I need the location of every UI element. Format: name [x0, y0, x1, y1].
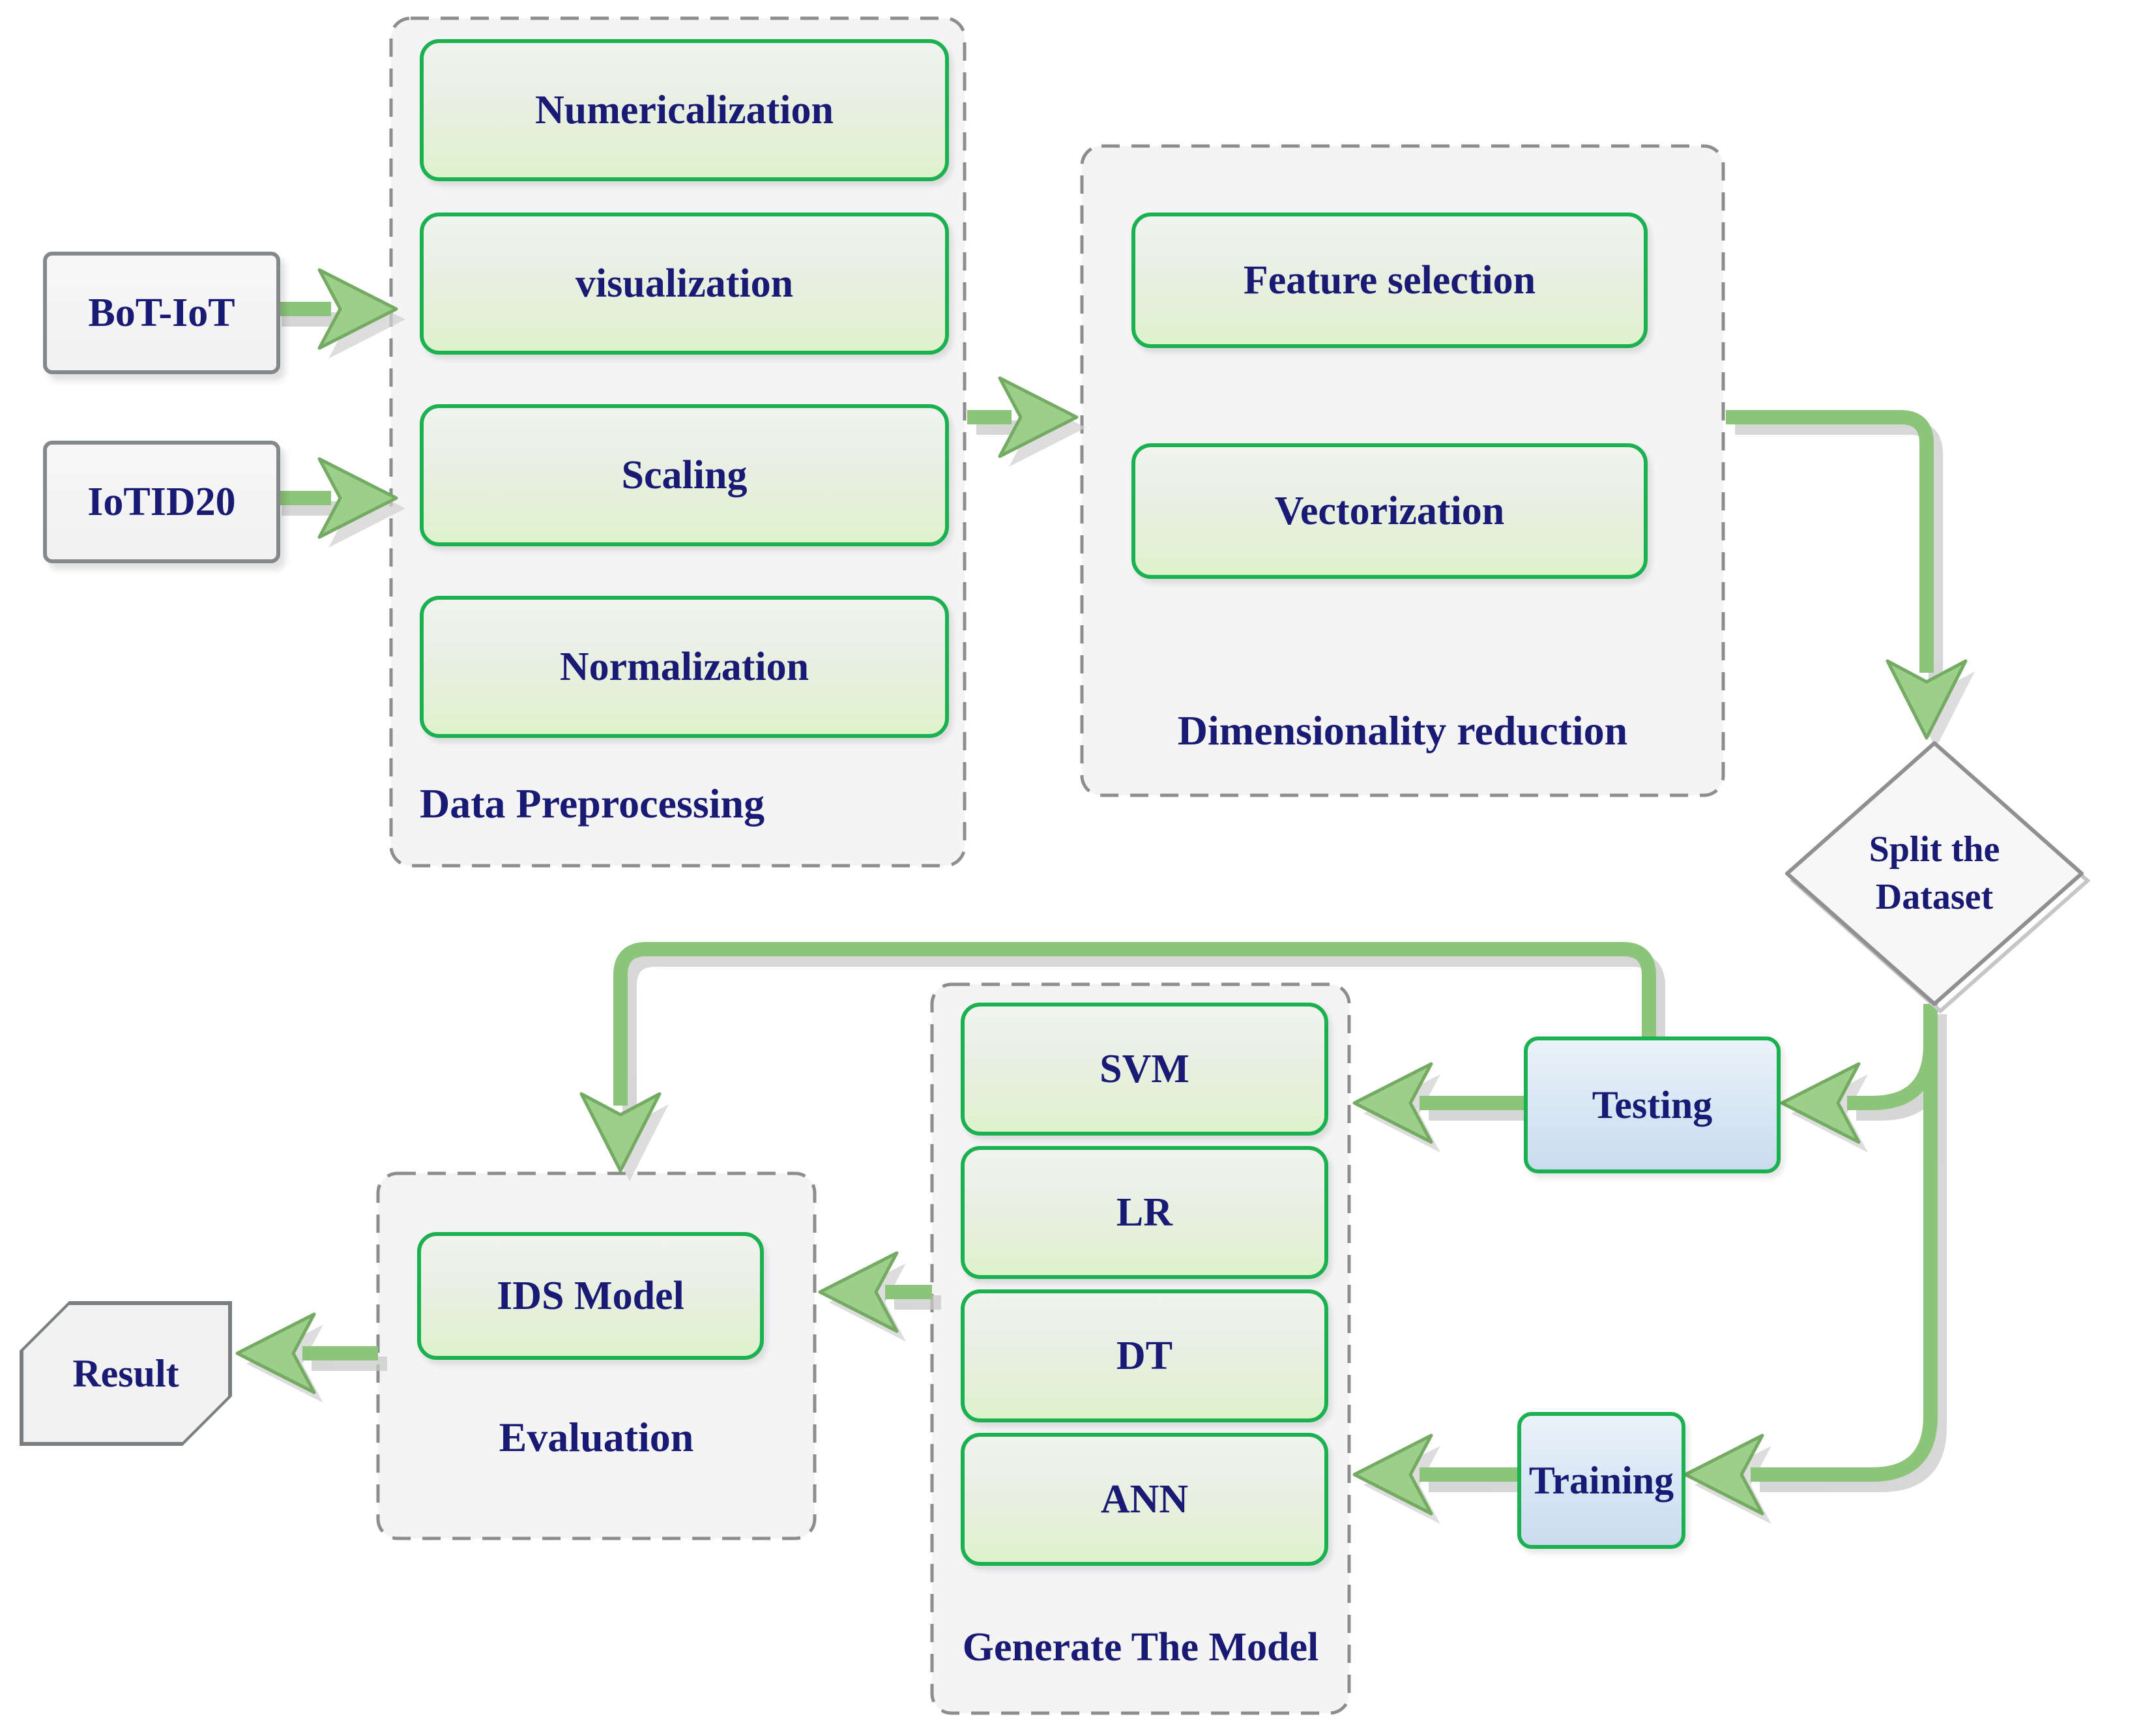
step-label-numericalization: Numericalization	[534, 87, 834, 132]
dataset-box-iotid20: IoTID20	[43, 441, 280, 563]
arrowhead-into-preprocessing-bottom	[317, 457, 398, 539]
step-label-visualization: visualization	[575, 261, 794, 306]
arrowhead-into-result	[235, 1312, 316, 1394]
arrow-split-to-training	[1751, 1004, 1938, 1482]
arrow-dimreduction-to-split	[1726, 410, 1934, 673]
step-box-scaling: Scaling	[420, 404, 949, 546]
dataset-label-iotid20: IoTID20	[87, 479, 236, 524]
arrowhead-into-ann	[1352, 1433, 1433, 1516]
step-label-vectorization: Vectorization	[1274, 488, 1505, 533]
arrowhead-into-svm	[1352, 1062, 1433, 1144]
step-box-numericalization: Numericalization	[420, 39, 949, 181]
step-box-normalization: Normalization	[420, 596, 949, 738]
arrowhead-into-preprocessing-top	[317, 268, 398, 350]
evaluation-label: Evaluation	[499, 1414, 694, 1460]
split-diamond	[1785, 741, 2084, 1006]
model-label-svm: SVM	[1100, 1046, 1189, 1091]
model-box-dt: DT	[961, 1289, 1328, 1422]
split-diamond-line2: Dataset	[1875, 877, 1994, 917]
arrowhead-into-dimreduction	[998, 376, 1079, 458]
arrow-testing-to-evaluation	[613, 942, 1656, 1106]
model-label-lr: LR	[1116, 1190, 1173, 1235]
testing-box: Testing	[1524, 1036, 1781, 1173]
step-box-feature-selection: Feature selection	[1131, 213, 1648, 348]
generate-model-label: Generate The Model	[962, 1625, 1319, 1669]
training-box: Training	[1517, 1412, 1685, 1549]
step-label-normalization: Normalization	[559, 644, 809, 689]
data-preprocessing-label: Data Preprocessing	[420, 780, 765, 827]
step-box-visualization: visualization	[420, 213, 949, 355]
step-box-vectorization: Vectorization	[1131, 443, 1648, 579]
arrowhead-into-idsmodel	[818, 1251, 899, 1333]
model-label-ann: ANN	[1100, 1477, 1189, 1521]
split-diamond-label: Split the Dataset	[1787, 808, 2082, 939]
arrowhead-into-evaluation	[579, 1092, 662, 1173]
ids-model-label: IDS Model	[497, 1273, 684, 1318]
ids-model-box: IDS Model	[417, 1232, 764, 1360]
training-label: Training	[1528, 1458, 1674, 1502]
arrowhead-into-split-diamond	[1886, 659, 1968, 740]
testing-label: Testing	[1592, 1083, 1713, 1126]
model-label-dt: DT	[1116, 1333, 1173, 1378]
step-label-scaling: Scaling	[621, 452, 748, 497]
model-box-lr: LR	[961, 1146, 1328, 1279]
model-box-svm: SVM	[961, 1003, 1328, 1136]
result-shape: Result	[20, 1301, 232, 1446]
dimensionality-reduction-label: Dimensionality reduction	[1177, 707, 1628, 754]
dataset-label-bot-iot: BoT-IoT	[88, 290, 235, 335]
dataset-box-bot-iot: BoT-IoT	[43, 252, 280, 374]
split-diamond-line1: Split the	[1869, 829, 2000, 870]
model-box-ann: ANN	[961, 1433, 1328, 1566]
arrowhead-into-training	[1683, 1433, 1764, 1516]
result-label: Result	[72, 1351, 179, 1395]
arrowhead-into-testing	[1780, 1062, 1861, 1144]
step-label-feature-selection: Feature selection	[1243, 257, 1536, 302]
arrow-split-to-testing	[1847, 1017, 1938, 1110]
result-shape-fill	[23, 1305, 228, 1442]
